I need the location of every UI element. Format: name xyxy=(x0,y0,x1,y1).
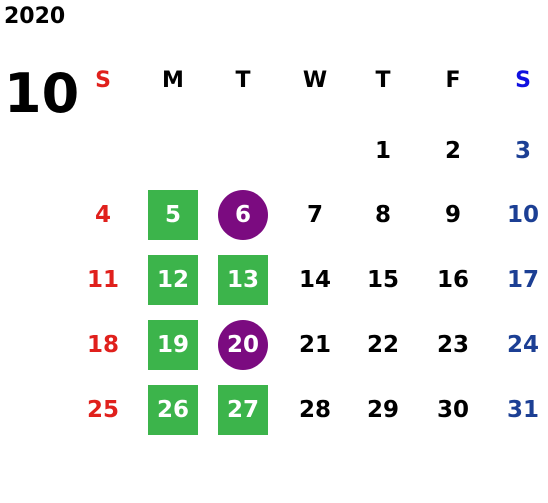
day-cell-2[interactable]: 2 xyxy=(444,138,461,164)
day-cell-12[interactable]: 12 xyxy=(148,255,198,305)
day-cell-20[interactable]: 20 xyxy=(218,320,268,370)
weekday-header-mon: M xyxy=(162,68,184,93)
weekday-header-tue: T xyxy=(235,68,251,93)
day-cell-15[interactable]: 15 xyxy=(366,267,399,293)
weekday-header-thu: T xyxy=(375,68,391,93)
day-cell-19[interactable]: 19 xyxy=(148,320,198,370)
day-cell-4[interactable]: 4 xyxy=(94,202,111,228)
day-cell-14[interactable]: 14 xyxy=(298,267,331,293)
day-cell-26[interactable]: 26 xyxy=(148,385,198,435)
day-cell-30[interactable]: 30 xyxy=(436,397,469,423)
day-cell-24[interactable]: 24 xyxy=(506,332,539,358)
day-cell-27[interactable]: 27 xyxy=(218,385,268,435)
day-cell-22[interactable]: 22 xyxy=(366,332,399,358)
day-cell-17[interactable]: 17 xyxy=(506,267,539,293)
day-cell-3[interactable]: 3 xyxy=(514,138,531,164)
day-cell-31[interactable]: 31 xyxy=(506,397,539,423)
day-cell-6[interactable]: 6 xyxy=(218,190,268,240)
day-cell-23[interactable]: 23 xyxy=(436,332,469,358)
day-cell-5[interactable]: 5 xyxy=(148,190,198,240)
weekday-header-wed: W xyxy=(302,68,328,93)
year-label: 2020 xyxy=(4,4,66,29)
day-cell-28[interactable]: 28 xyxy=(298,397,331,423)
day-cell-16[interactable]: 16 xyxy=(436,267,469,293)
day-cell-1[interactable]: 1 xyxy=(374,138,391,164)
month-label: 10 xyxy=(4,62,80,125)
day-cell-7[interactable]: 7 xyxy=(306,202,323,228)
day-cell-29[interactable]: 29 xyxy=(366,397,399,423)
day-cell-10[interactable]: 10 xyxy=(506,202,539,228)
day-cell-11[interactable]: 11 xyxy=(86,267,119,293)
day-cell-21[interactable]: 21 xyxy=(298,332,331,358)
day-cell-9[interactable]: 9 xyxy=(444,202,461,228)
day-cell-18[interactable]: 18 xyxy=(86,332,119,358)
weekday-header-sat: S xyxy=(515,68,531,93)
day-cell-25[interactable]: 25 xyxy=(86,397,119,423)
weekday-header-sun: S xyxy=(95,68,111,93)
weekday-header-fri: F xyxy=(445,68,461,93)
day-cell-8[interactable]: 8 xyxy=(374,202,391,228)
day-cell-13[interactable]: 13 xyxy=(218,255,268,305)
